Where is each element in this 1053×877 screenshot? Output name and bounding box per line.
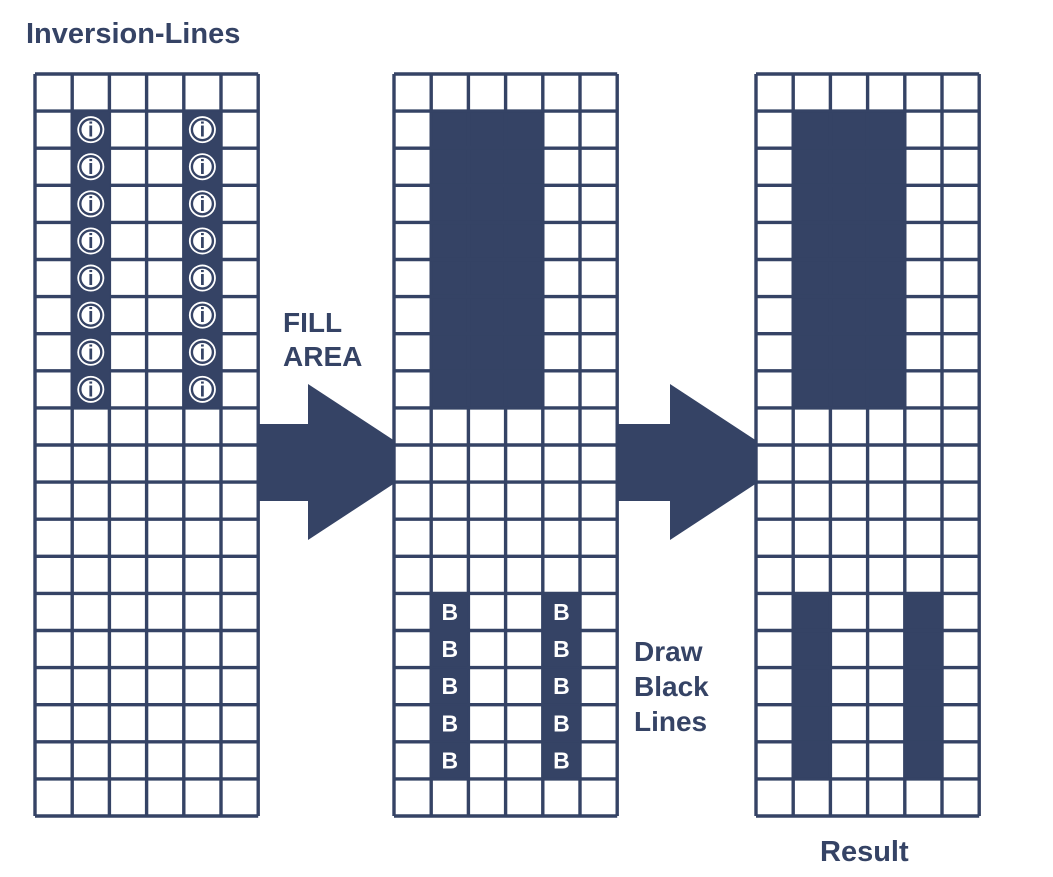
black-line-marker: B	[432, 668, 468, 704]
inversion-marker-letter: i	[88, 342, 94, 364]
inversion-marker-letter: i	[88, 268, 94, 290]
inversion-marker-icon: i	[188, 153, 216, 181]
inversion-marker-letter: i	[200, 157, 206, 179]
inversion-marker-icon: i	[188, 227, 216, 255]
grid-lines	[754, 72, 981, 818]
inversion-marker-letter: i	[88, 120, 94, 142]
inversion-marker-letter: i	[88, 305, 94, 327]
inversion-marker-letter: i	[200, 305, 206, 327]
black-line-marker: B	[543, 705, 579, 741]
black-line-marker: B	[432, 631, 468, 667]
inversion-marker-letter: i	[88, 379, 94, 401]
grid-lines	[33, 72, 260, 818]
inversion-marker-icon: i	[188, 338, 216, 366]
arrow-fill-area	[233, 384, 427, 540]
step-label-fill-area: FILL AREA	[283, 306, 403, 374]
inversion-marker-icon: i	[77, 153, 105, 181]
black-line-marker-letter: B	[553, 636, 570, 662]
black-line-marker: B	[543, 631, 579, 667]
inversion-marker-icon: i	[188, 375, 216, 403]
inversion-marker-icon: i	[77, 190, 105, 218]
black-line-marker: B	[543, 742, 579, 778]
inversion-marker-icon: i	[77, 338, 105, 366]
inversion-marker-letter: i	[200, 379, 206, 401]
filled-block	[793, 593, 831, 779]
black-line-marker-letter: B	[441, 710, 458, 736]
inversion-marker-icon: i	[77, 375, 105, 403]
black-line-marker: B	[432, 594, 468, 630]
diagram-title: Inversion-Lines	[26, 18, 241, 50]
black-line-marker-letter: B	[553, 599, 570, 625]
inversion-marker-icon: i	[77, 264, 105, 292]
inversion-marker-icon: i	[77, 227, 105, 255]
black-line-marker: B	[432, 705, 468, 741]
black-line-marker: B	[432, 742, 468, 778]
inversion-marker-letter: i	[88, 231, 94, 253]
inversion-marker-letter: i	[88, 194, 94, 216]
inversion-marker-icon: i	[188, 116, 216, 144]
step-label-fill-area-line-1: FILL	[283, 307, 343, 338]
inversion-marker-letter: i	[200, 342, 206, 364]
black-line-marker-letter: B	[553, 710, 570, 736]
inversion-marker-icon: i	[188, 301, 216, 329]
black-line-marker-letter: B	[553, 673, 570, 699]
black-line-marker: B	[543, 668, 579, 704]
inversion-marker-icon: i	[77, 116, 105, 144]
inversion-marker-icon: i	[188, 264, 216, 292]
black-line-marker-letter: B	[441, 747, 458, 773]
step-label-draw-line-3: Lines	[634, 706, 708, 737]
step-label-draw-line-1: Draw	[634, 636, 703, 667]
result-grid	[754, 72, 981, 818]
black-line-marker: B	[543, 594, 579, 630]
step-label-draw-black-lines: Draw Black Lines	[634, 634, 754, 739]
inversion-marker-letter: i	[88, 157, 94, 179]
inversion-marker-letter: i	[200, 194, 206, 216]
black-line-marker-letter: B	[553, 747, 570, 773]
black-line-marker-letter: B	[441, 673, 458, 699]
inversion-marker-letter: i	[200, 268, 206, 290]
step-label-fill-area-line-2: AREA	[283, 341, 363, 372]
result-label: Result	[820, 836, 909, 868]
filled-block	[904, 593, 942, 779]
black-line-marker-letter: B	[441, 636, 458, 662]
inversion-marker-icon: i	[77, 301, 105, 329]
grid-lines	[392, 72, 619, 818]
step-label-draw-line-2: Black	[634, 671, 709, 702]
inversion-marker-letter: i	[200, 120, 206, 142]
arrow-draw-black-lines	[594, 384, 789, 540]
black-line-marker-letter: B	[441, 599, 458, 625]
inversion-marker-letter: i	[200, 231, 206, 253]
inversion-marker-icon: i	[188, 190, 216, 218]
